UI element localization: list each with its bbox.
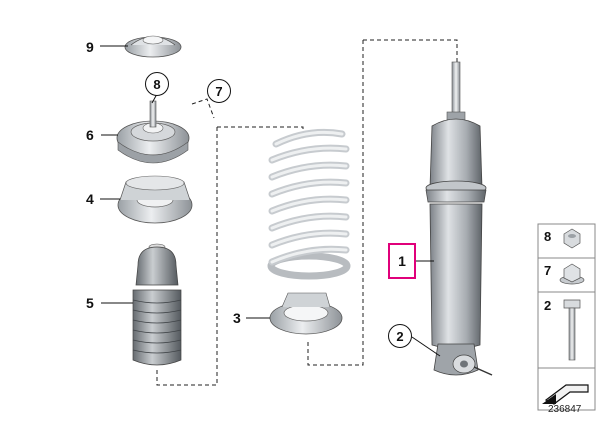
legend-item-2: 2: [544, 298, 552, 313]
callout-9: 9: [86, 39, 94, 55]
callout-7: 7: [207, 79, 231, 103]
top-cap-part: [124, 35, 182, 58]
callout-8: 8: [145, 72, 169, 96]
legend-item-8: 8: [544, 229, 552, 244]
fastener-legend: [537, 223, 596, 411]
assembly-lines: [156, 39, 458, 386]
bolt-icon: [563, 299, 581, 361]
direction-arrow-icon: [542, 384, 589, 405]
legend-item-7: 7: [544, 263, 552, 278]
spring-seat-part: [117, 175, 193, 224]
callout-3: 3: [233, 310, 241, 326]
callout-6: 6: [86, 127, 94, 143]
strut-mount-part: [116, 100, 190, 164]
flange-nut-icon: [559, 263, 585, 285]
callout-1-highlighted: 1: [388, 243, 416, 279]
leader-lines: [100, 45, 441, 357]
coil-spring-part: [267, 128, 351, 280]
shock-absorber-part: [425, 61, 493, 376]
callout-5: 5: [86, 295, 94, 311]
diagram-id: 236847: [548, 404, 582, 415]
dust-boot-part: [132, 243, 182, 366]
callout-2: 2: [388, 324, 412, 348]
lower-spring-pad-part: [269, 292, 343, 335]
hex-nut-icon: [563, 228, 581, 249]
callout-4: 4: [86, 191, 94, 207]
